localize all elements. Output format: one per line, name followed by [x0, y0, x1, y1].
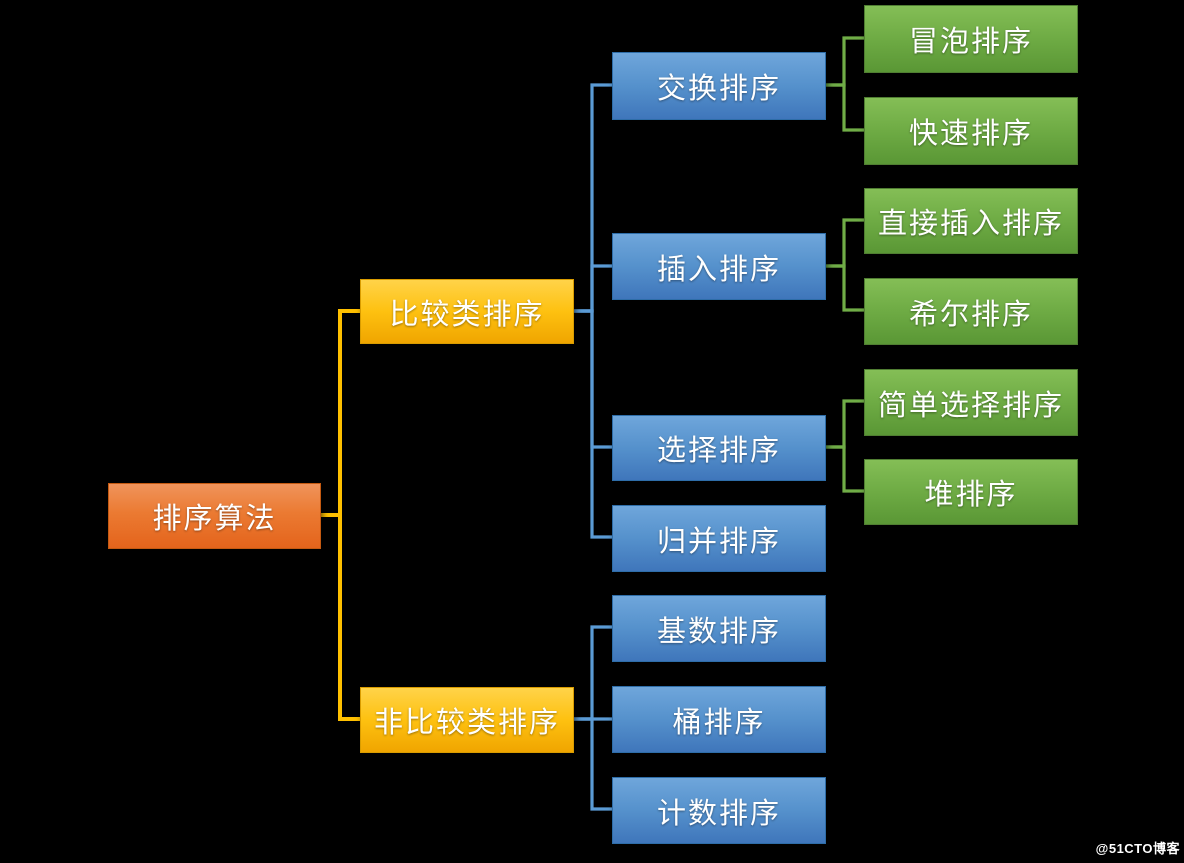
node-comparison-sorts: 比较类排序	[360, 279, 574, 344]
node-bucket-sort: 桶排序	[612, 686, 826, 753]
connector-level2-group	[572, 83, 612, 811]
node-sorting-algorithms: 排序算法	[108, 483, 321, 549]
node-radix-sort: 基数排序	[612, 595, 826, 662]
node-exchange-sort: 交换排序	[612, 52, 826, 120]
node-simple-selection-sort: 简单选择排序	[864, 369, 1078, 436]
node-shell-sort: 希尔排序	[864, 278, 1078, 345]
node-bubble-sort: 冒泡排序	[864, 5, 1078, 73]
connector-level3-group	[824, 36, 864, 493]
node-heap-sort: 堆排序	[864, 459, 1078, 525]
node-insertion-sort: 插入排序	[612, 233, 826, 300]
node-selection-sort: 选择排序	[612, 415, 826, 481]
node-direct-insertion-sort: 直接插入排序	[864, 188, 1078, 254]
connector-root-group	[319, 309, 360, 721]
node-quick-sort: 快速排序	[864, 97, 1078, 165]
node-merge-sort: 归并排序	[612, 505, 826, 572]
node-non-comparison-sorts: 非比较类排序	[360, 687, 574, 753]
watermark: @51CTO博客	[1095, 841, 1180, 856]
node-counting-sort: 计数排序	[612, 777, 826, 844]
